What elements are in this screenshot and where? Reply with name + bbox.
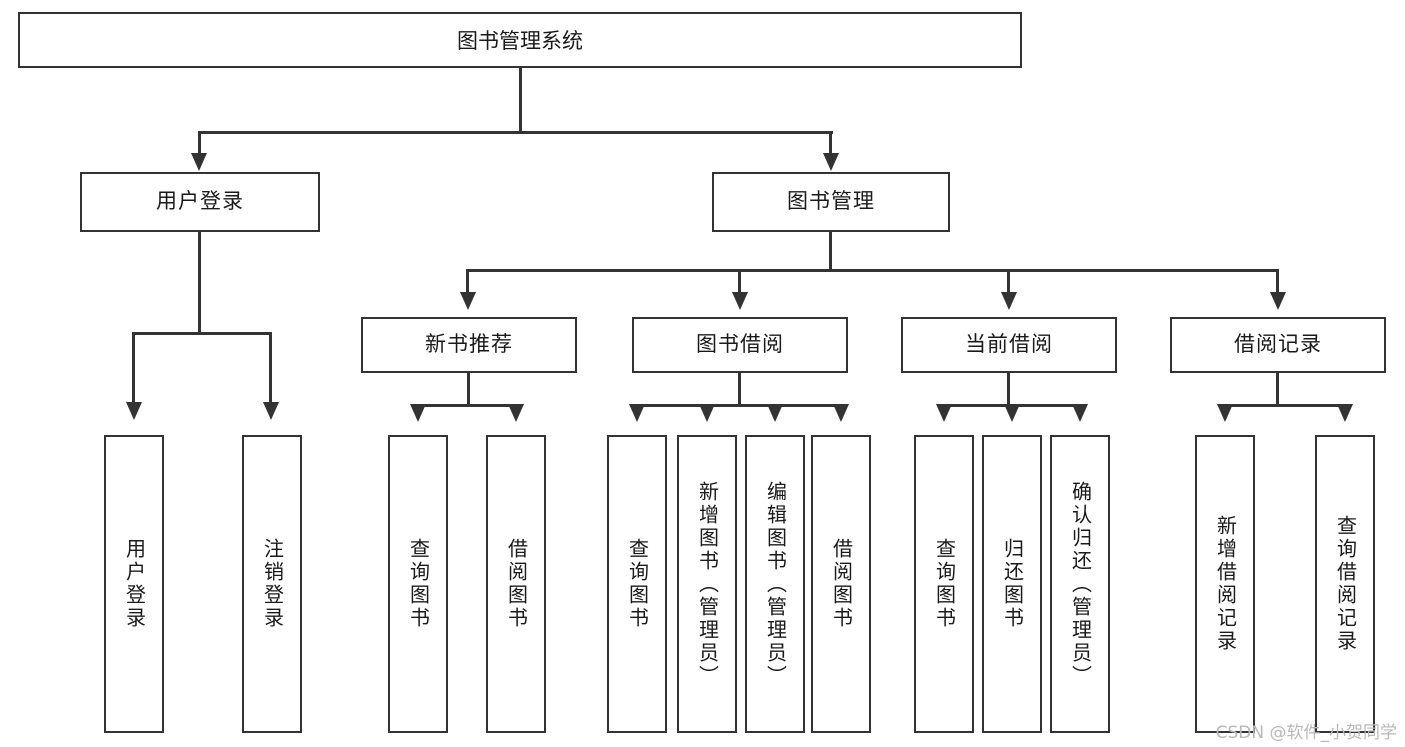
leaf-confirm-return[interactable]: 确认归还（管理员） (1050, 435, 1110, 733)
connector-user-login-drop-1 (132, 332, 135, 404)
node-borrow-record[interactable]: 借阅记录 (1170, 317, 1386, 373)
arrow-to-user-login (191, 153, 207, 171)
leaf-logout-label: 注销登录 (260, 538, 285, 630)
connector-br-bar (1223, 404, 1345, 407)
connector-root-drop-2 (829, 131, 832, 155)
arrow-to-new-book-rec (460, 292, 476, 310)
node-root-label: 图书管理系统 (457, 29, 583, 53)
leaf-borrow-book-2-label: 借阅图书 (829, 538, 854, 630)
node-book-borrow-label: 图书借阅 (696, 332, 784, 357)
node-root[interactable]: 图书管理系统 (18, 12, 1022, 68)
connector-bb-bar (635, 404, 841, 407)
leaf-add-book[interactable]: 新增图书（管理员） (677, 435, 737, 733)
node-user-login-label: 用户登录 (156, 189, 244, 214)
connector-root-bar (198, 131, 833, 134)
connector-bm-drop-1 (466, 269, 469, 294)
arrow-to-leaf-user-login (126, 402, 142, 420)
leaf-add-record[interactable]: 新增借阅记录 (1195, 435, 1255, 733)
node-borrow-record-label: 借阅记录 (1234, 332, 1322, 357)
connector-user-login-stem (198, 232, 201, 335)
leaf-query-book-2[interactable]: 查询图书 (607, 435, 667, 733)
connector-user-login-bar (132, 332, 271, 335)
leaf-logout[interactable]: 注销登录 (242, 435, 302, 733)
node-current-borrow-label: 当前借阅 (965, 332, 1053, 357)
leaf-borrow-book-2[interactable]: 借阅图书 (811, 435, 871, 733)
connector-bm-drop-2 (738, 269, 741, 294)
leaf-query-book-3[interactable]: 查询图书 (914, 435, 974, 733)
connector-nbr-stem (467, 373, 470, 407)
arrow-to-leaf-edit-book (767, 404, 783, 422)
arrow-to-current-borrow (1001, 292, 1017, 310)
arrow-to-leaf-borrow-book-2 (833, 404, 849, 422)
leaf-confirm-return-label: 确认归还（管理员） (1068, 480, 1093, 688)
arrow-to-leaf-query-book-1 (410, 404, 426, 422)
leaf-user-login-label: 用户登录 (122, 538, 147, 630)
node-user-login[interactable]: 用户登录 (80, 172, 320, 232)
arrow-to-leaf-query-book-3 (936, 404, 952, 422)
leaf-add-book-label: 新增图书（管理员） (695, 480, 720, 688)
node-book-manage[interactable]: 图书管理 (712, 172, 950, 232)
connector-user-login-drop-2 (269, 332, 272, 404)
node-new-book-rec-label: 新书推荐 (425, 332, 513, 357)
leaf-query-book-1-label: 查询图书 (406, 538, 431, 630)
arrow-to-borrow-record (1270, 292, 1286, 310)
leaf-query-record-label: 查询借阅记录 (1333, 515, 1358, 653)
connector-bb-stem (738, 373, 741, 407)
leaf-return-book-label: 归还图书 (1000, 538, 1025, 630)
connector-br-stem (1276, 373, 1279, 407)
arrow-to-leaf-add-book (699, 404, 715, 422)
leaf-add-record-label: 新增借阅记录 (1213, 515, 1238, 653)
watermark-text: CSDN @软件_小贺同学 (1215, 723, 1397, 743)
leaf-query-record[interactable]: 查询借阅记录 (1315, 435, 1375, 733)
leaf-query-book-2-label: 查询图书 (625, 538, 650, 630)
leaf-query-book-1[interactable]: 查询图书 (388, 435, 448, 733)
connector-bm-drop-3 (1007, 269, 1010, 294)
leaf-edit-book[interactable]: 编辑图书（管理员） (745, 435, 805, 733)
connector-bm-drop-4 (1276, 269, 1279, 294)
arrow-to-leaf-return-book (1004, 404, 1020, 422)
connector-book-manage-stem (829, 232, 832, 272)
connector-root-drop-1 (198, 131, 201, 155)
arrow-to-leaf-query-record (1337, 404, 1353, 422)
arrow-to-book-manage (823, 153, 839, 171)
node-book-borrow[interactable]: 图书借阅 (632, 317, 848, 373)
connector-book-manage-bar (466, 269, 1278, 272)
leaf-return-book[interactable]: 归还图书 (982, 435, 1042, 733)
arrow-to-leaf-borrow-book-1 (508, 404, 524, 422)
leaf-edit-book-label: 编辑图书（管理员） (763, 480, 788, 688)
node-new-book-rec[interactable]: 新书推荐 (361, 317, 577, 373)
connector-root-stem (519, 68, 522, 134)
arrow-to-leaf-confirm-return (1072, 404, 1088, 422)
connector-cb-stem (1007, 373, 1010, 407)
connector-nbr-bar (417, 404, 518, 407)
node-current-borrow[interactable]: 当前借阅 (901, 317, 1117, 373)
arrow-to-book-borrow (732, 292, 748, 310)
node-book-manage-label: 图书管理 (787, 189, 875, 214)
leaf-borrow-book-1[interactable]: 借阅图书 (486, 435, 546, 733)
arrow-to-leaf-query-book-2 (629, 404, 645, 422)
arrow-to-leaf-logout (263, 402, 279, 420)
leaf-query-book-3-label: 查询图书 (932, 538, 957, 630)
arrow-to-leaf-add-record (1217, 404, 1233, 422)
leaf-borrow-book-1-label: 借阅图书 (504, 538, 529, 630)
leaf-user-login[interactable]: 用户登录 (104, 435, 164, 733)
